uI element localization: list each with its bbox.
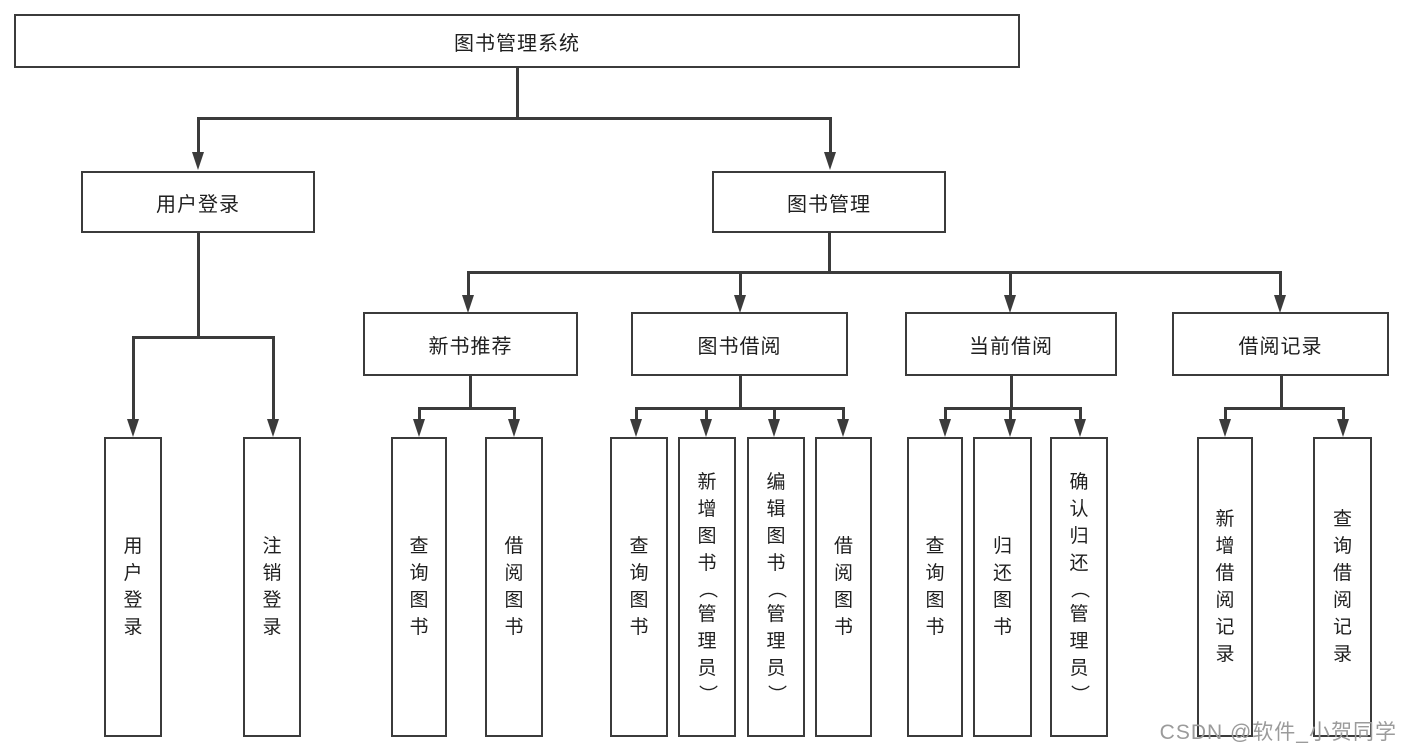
connector-line [1224,407,1227,420]
connector-line [1224,407,1344,410]
node-label: 用户登录 [123,536,143,638]
connector-line [828,233,831,272]
connector-line [1279,271,1282,296]
node-user-login: 用户登录 [81,171,315,233]
connector-line [1342,407,1345,420]
arrow-down-icon [462,295,474,313]
node-label: 图书管理系统 [454,32,580,55]
node-label: 查询借阅记录 [1332,509,1352,665]
connector-line [469,376,472,408]
node-label: 归还图书 [992,536,1012,638]
connector-line [829,117,832,153]
node-label: 查询图书 [925,536,945,638]
node-label: 注销登录 [262,536,282,638]
connector-line [773,407,776,420]
connector-line [197,117,200,153]
leaf-add-borrow-record: 新增借阅记录 [1197,437,1253,737]
arrow-down-icon [413,419,425,437]
leaf-query-books-current: 查询图书 [907,437,963,737]
node-label: 用户登录 [156,193,240,216]
connector-line [516,68,519,118]
node-label: 新书推荐 [428,335,513,358]
arrow-down-icon [1074,419,1086,437]
watermark: CSDN @软件_小贺同学 [1159,721,1397,744]
connector-line [705,407,708,420]
connector-line [842,407,845,420]
node-label: 借阅图书 [504,536,524,638]
leaf-user-login: 用户登录 [104,437,162,737]
connector-line [132,336,135,420]
arrow-down-icon [1337,419,1349,437]
node-label: 新增图书（管理员） [696,471,718,704]
arrow-down-icon [1004,295,1016,313]
node-library-management-system: 图书管理系统 [14,14,1020,68]
arrow-down-icon [192,152,204,170]
arrow-down-icon [267,419,279,437]
node-label: 查询图书 [409,536,429,638]
leaf-edit-books-admin: 编辑图书（管理员） [747,437,805,737]
node-label: 新增借阅记录 [1215,509,1235,665]
node-label: 图书借阅 [697,335,782,358]
leaf-confirm-return-admin: 确认归还（管理员） [1050,437,1108,737]
connector-line [272,336,275,420]
node-label: 借阅图书 [833,536,853,638]
node-label: 查询图书 [629,536,649,638]
arrow-down-icon [630,419,642,437]
arrow-down-icon [700,419,712,437]
arrow-down-icon [734,295,746,313]
leaf-query-books-recommend: 查询图书 [391,437,447,737]
arrow-down-icon [1274,295,1286,313]
node-label: 编辑图书（管理员） [765,471,787,704]
leaf-logout-login: 注销登录 [243,437,301,737]
node-current-borrowing: 当前借阅 [905,312,1117,376]
connector-line [944,407,1081,410]
leaf-borrow-books-borrowing: 借阅图书 [815,437,872,737]
arrow-down-icon [127,419,139,437]
node-book-borrowing: 图书借阅 [631,312,848,376]
connector-line [1010,376,1013,408]
leaf-borrow-books-recommend: 借阅图书 [485,437,543,737]
connector-line [467,271,470,296]
node-new-book-recommendation: 新书推荐 [363,312,578,376]
connector-line [1009,407,1012,420]
leaf-add-books-admin: 新增图书（管理员） [678,437,736,737]
connector-line [1009,271,1012,296]
node-borrowing-records: 借阅记录 [1172,312,1389,376]
arrow-down-icon [939,419,951,437]
connector-line [197,117,831,120]
node-label: 当前借阅 [969,335,1053,358]
arrow-down-icon [508,419,520,437]
connector-line [1079,407,1082,420]
connector-line [1280,376,1283,408]
arrow-down-icon [824,152,836,170]
connector-line [944,407,947,420]
connector-line [132,336,274,339]
connector-line [635,407,844,410]
connector-line [739,376,742,408]
connector-line [467,271,1281,274]
arrow-down-icon [768,419,780,437]
arrow-down-icon [837,419,849,437]
node-label: 确认归还（管理员） [1068,471,1090,704]
arrow-down-icon [1219,419,1231,437]
leaf-return-books: 归还图书 [973,437,1032,737]
node-label: 借阅记录 [1238,335,1323,358]
leaf-query-borrow-record: 查询借阅记录 [1313,437,1372,737]
connector-line [418,407,515,410]
connector-line [635,407,638,420]
arrow-down-icon [1004,419,1016,437]
connector-line [197,233,200,337]
connector-line [739,271,742,296]
leaf-query-books-borrowing: 查询图书 [610,437,668,737]
node-book-management: 图书管理 [712,171,946,233]
node-label: 图书管理 [787,193,871,216]
connector-line [418,407,421,420]
connector-line [513,407,516,420]
